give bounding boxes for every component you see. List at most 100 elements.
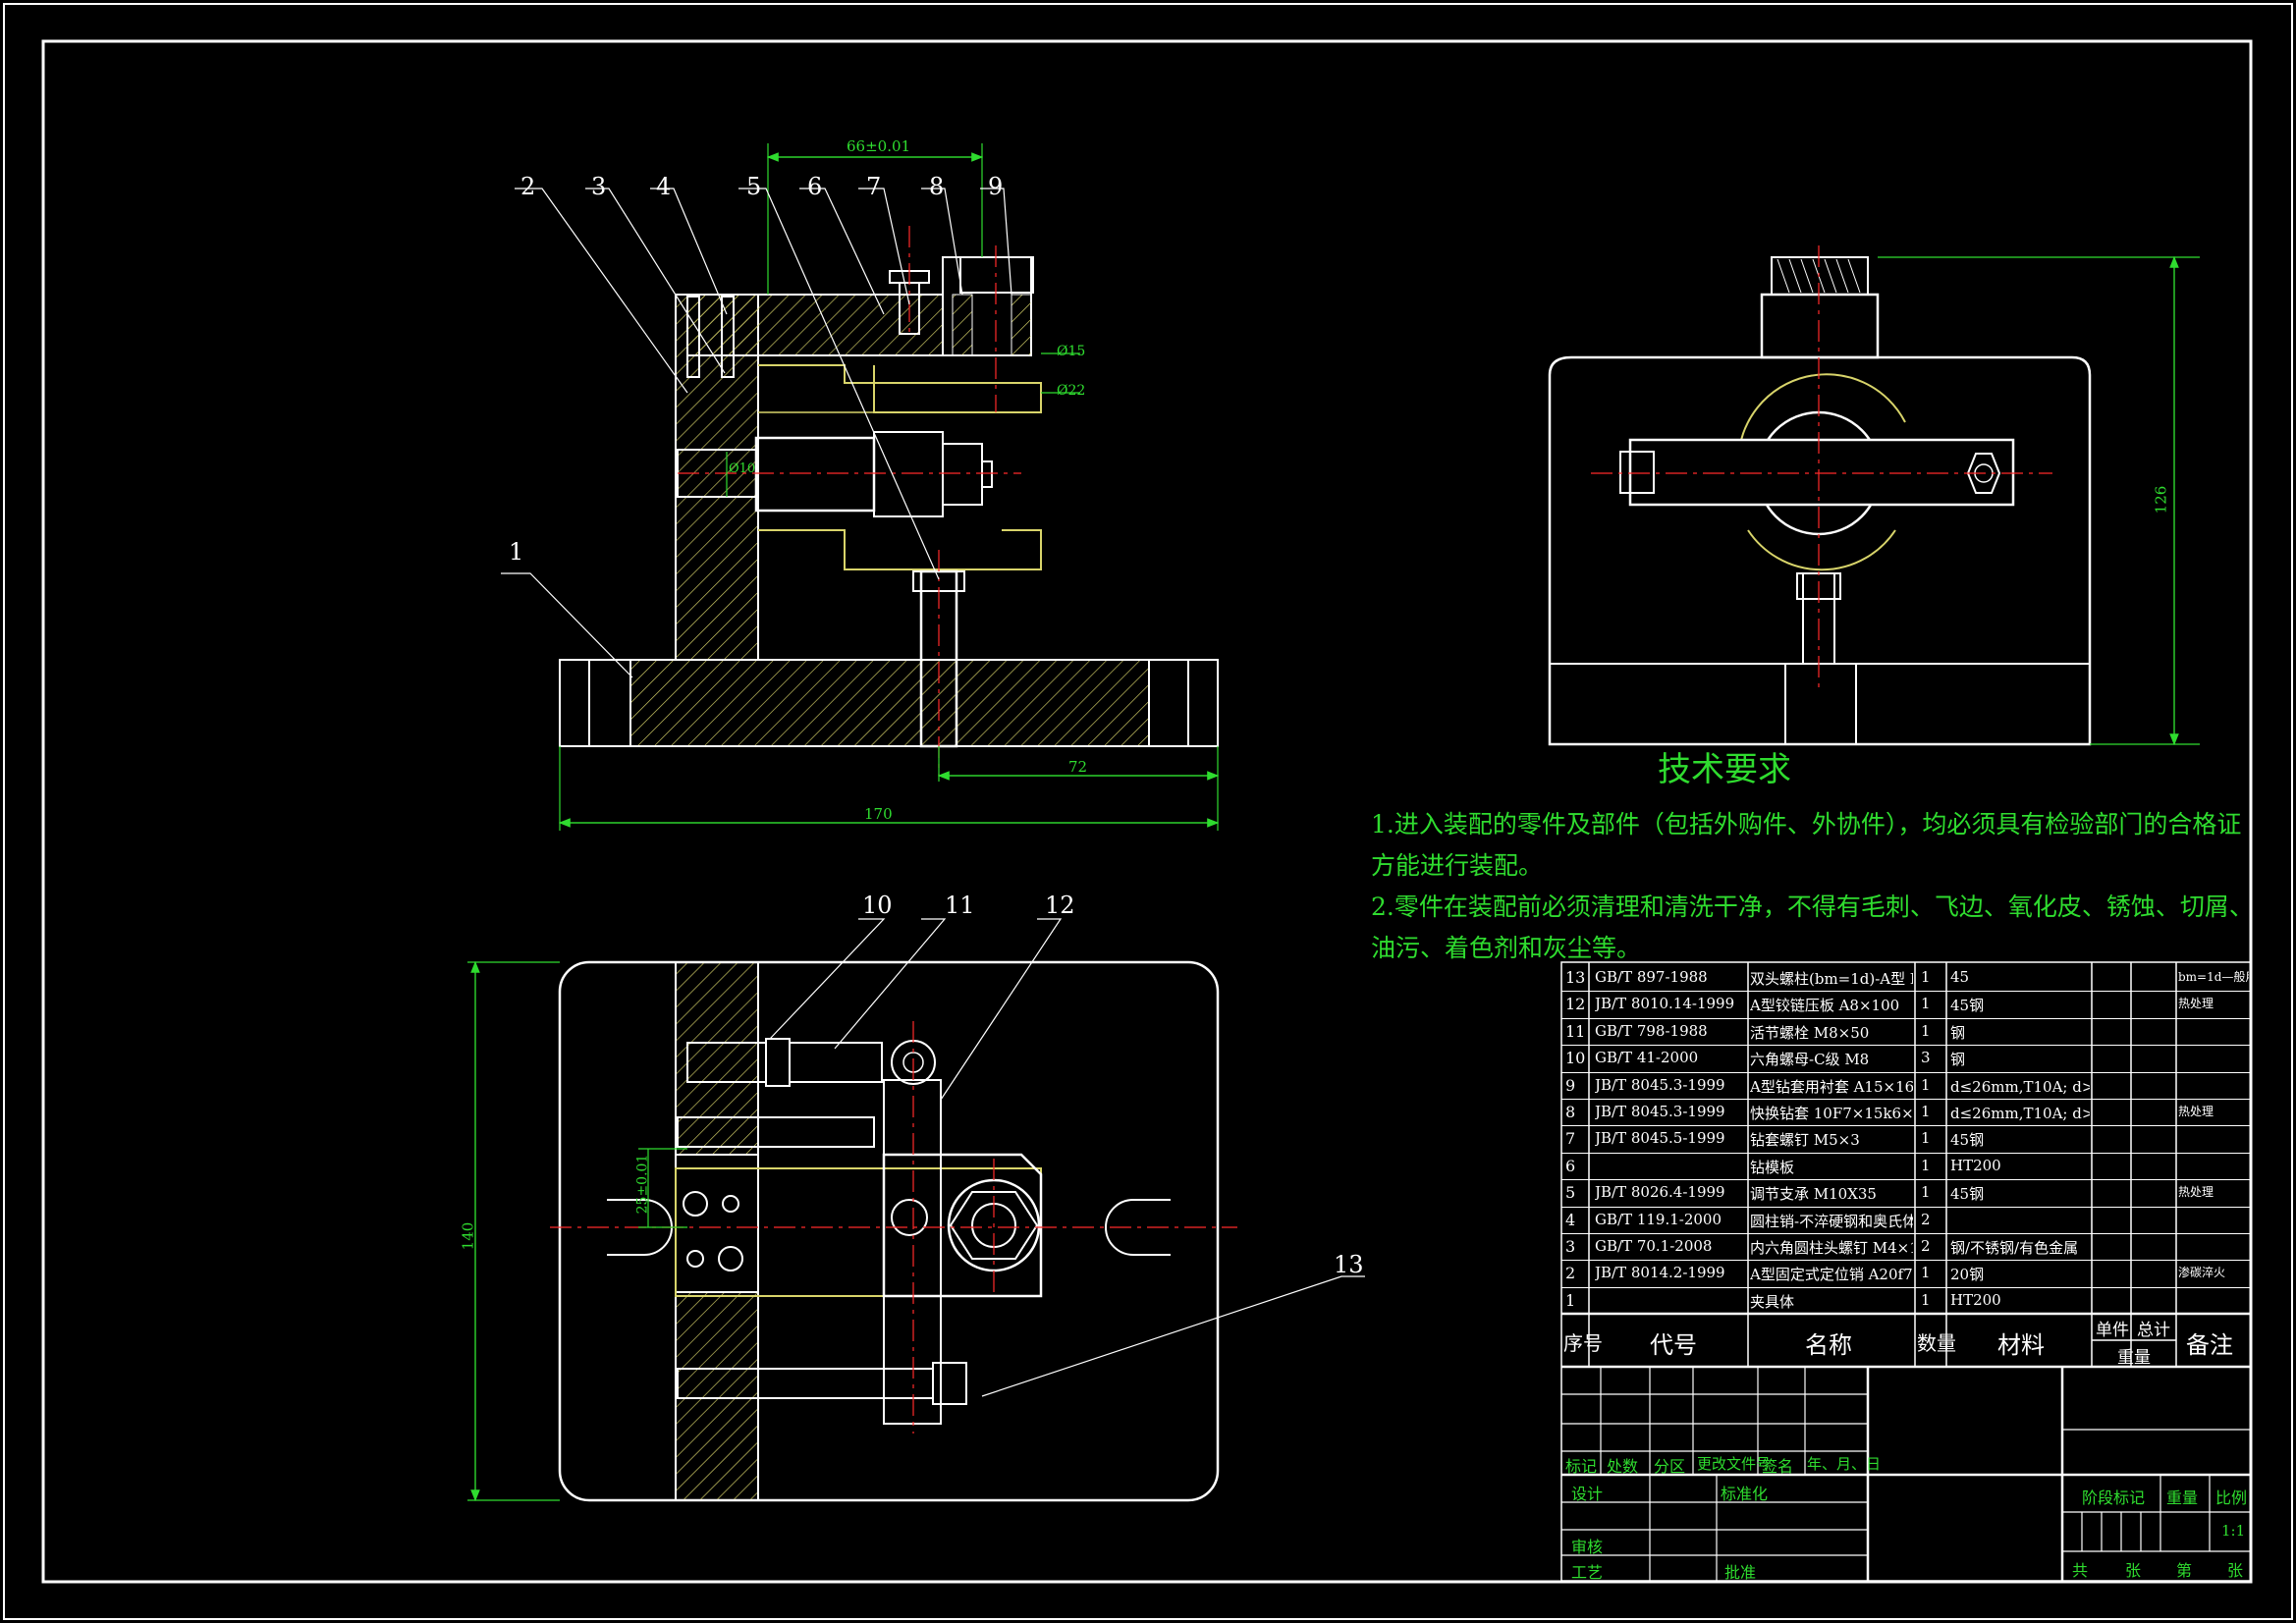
bom-header-total: 总计 xyxy=(2137,1321,2170,1340)
bom-cell-name: 双头螺柱(bm=1d)-A型 M8×70 xyxy=(1750,970,1913,988)
bom-cell-qty: 1 xyxy=(1921,995,1931,1013)
balloon-2: 2 xyxy=(520,173,536,200)
bom-cell-note: 热处理 xyxy=(2178,1185,2214,1200)
bom-cell-qty: 2 xyxy=(1921,1237,1931,1255)
bom-cell-note: 渗碳淬火 xyxy=(2178,1266,2226,1280)
tb-qianming: 签名 xyxy=(1762,1457,1794,1476)
bom-cell-no: 12 xyxy=(1565,995,1586,1014)
bom-cell-mat: 45钢 xyxy=(1950,1185,1985,1204)
bom-cell-mat: 45 xyxy=(1950,968,1970,986)
dim-15: Ø15 xyxy=(1057,344,1086,359)
bom-cell-mat: 20钢 xyxy=(1950,1266,1985,1284)
tb-pizhun: 批准 xyxy=(1724,1563,1757,1582)
tb-shenhe: 审核 xyxy=(1571,1538,1604,1556)
bom-cell-mat: 45钢 xyxy=(1950,997,1985,1015)
tb-zhang1: 张 xyxy=(2125,1561,2142,1580)
tb-biaozhunhua: 标准化 xyxy=(1721,1485,1769,1503)
bom-cell-mat: 钢 xyxy=(1950,1051,1966,1069)
tb-gongyi: 工艺 xyxy=(1571,1563,1604,1582)
balloon-12: 12 xyxy=(1045,892,1075,919)
bom-cell-name: 夹具体 xyxy=(1750,1292,1795,1311)
bom-cell-no: 6 xyxy=(1565,1156,1576,1175)
bom-row-line xyxy=(1561,1286,2251,1288)
bom-row-line xyxy=(1561,1045,2251,1047)
top-view xyxy=(467,960,1237,1502)
bom-cell-note: 热处理 xyxy=(2178,1105,2214,1118)
bom-cell-qty: 2 xyxy=(1921,1210,1931,1228)
bom-row-line xyxy=(1561,1260,2251,1262)
bom-cell-mat: 45钢 xyxy=(1950,1131,1985,1150)
bom-row-line xyxy=(1561,1125,2251,1127)
dim-10: Ø10 xyxy=(729,461,756,476)
tb-date: 年、月、日 xyxy=(1807,1455,1882,1473)
balloon-4: 4 xyxy=(656,173,672,200)
tech-line-3: 2.零件在装配前必须清理和清洗干净，不得有毛刺、飞边、氧化皮、锈蚀、切屑、 xyxy=(1371,893,2254,921)
bom-row-line xyxy=(1561,1314,2251,1316)
bom-cell-name: A型固定式定位销 A20f7×28 xyxy=(1750,1266,1913,1284)
bom-cell-no: 2 xyxy=(1565,1264,1576,1283)
bom-cell-no: 5 xyxy=(1565,1183,1576,1203)
balloon-6: 6 xyxy=(807,173,823,200)
tb-jieduan: 阶段标记 xyxy=(2082,1488,2146,1507)
dim-66: 66±0.01 xyxy=(847,137,911,155)
bom-cell-name: 钻套螺钉 M5×3 xyxy=(1750,1131,1860,1150)
bom-row-line xyxy=(1561,1206,2251,1208)
bom-header-single: 单件 xyxy=(2096,1321,2129,1340)
bom-cell-name: 圆柱销-不淬硬钢和奥氏体不锈钢 4×20 xyxy=(1750,1212,1913,1230)
bom-cell-code: GB/T 798-1988 xyxy=(1595,1021,1708,1040)
bom-cell-qty: 1 xyxy=(1921,1183,1931,1202)
bom-header-note: 备注 xyxy=(2186,1331,2233,1359)
bom-cell-no: 8 xyxy=(1565,1103,1576,1121)
bom-cell-mat: d≤26mm,T10A; d>26mm,20钢 xyxy=(1950,1105,2090,1122)
bom-cell-qty: 1 xyxy=(1921,1129,1931,1148)
bom-cell-code: JB/T 8045.5-1999 xyxy=(1595,1129,1725,1148)
balloon-3: 3 xyxy=(591,173,607,200)
inner-border xyxy=(41,39,2253,1584)
tech-title: 技术要求 xyxy=(1658,750,1791,789)
dim-140: 140 xyxy=(459,1221,477,1251)
bom-cell-no: 11 xyxy=(1565,1021,1586,1041)
bom-cell-qty: 3 xyxy=(1921,1049,1931,1067)
bom-cell-name: 调节支承 M10X35 xyxy=(1750,1185,1877,1204)
balloon-9: 9 xyxy=(988,173,1004,200)
bom-cell-name: 六角螺母-C级 M8 xyxy=(1750,1051,1870,1069)
outer-border xyxy=(3,3,2293,1620)
dim-126: 126 xyxy=(2152,485,2170,514)
bom-cell-qty: 1 xyxy=(1921,1103,1931,1120)
tb-zhang2: 张 xyxy=(2227,1561,2244,1580)
balloon-13: 13 xyxy=(1334,1251,1364,1278)
bom-cell-no: 4 xyxy=(1565,1210,1576,1229)
dim-72: 72 xyxy=(1068,758,1088,776)
bom-header-code: 代号 xyxy=(1650,1331,1697,1359)
bom-row-line xyxy=(1561,1233,2251,1234)
bom-cell-no: 1 xyxy=(1565,1290,1576,1310)
balloon-5: 5 xyxy=(746,173,762,200)
bom-cell-qty: 1 xyxy=(1921,1021,1931,1040)
balloon-8: 8 xyxy=(929,173,945,200)
bom-cell-code: JB/T 8026.4-1999 xyxy=(1595,1183,1725,1202)
tech-line-1: 1.进入装配的零件及部件（包括外购件、外协件），均必须具有检验部门的合格证 xyxy=(1371,810,2242,839)
tech-line-2: 方能进行装配。 xyxy=(1371,851,1544,880)
front-view xyxy=(558,143,1220,831)
bom-row-line xyxy=(1561,1017,2251,1019)
bom-cell-code: JB/T 8045.3-1999 xyxy=(1595,1103,1725,1120)
side-view xyxy=(1548,245,2200,746)
title-block-grid xyxy=(1561,1367,2251,1581)
tb-zhongliang: 重量 xyxy=(2166,1488,2199,1507)
tb-gong: 共 xyxy=(2072,1561,2089,1580)
bom-cell-qty: 1 xyxy=(1921,1290,1931,1309)
bom-row-line xyxy=(1561,1099,2251,1100)
bom-cell-code: JB/T 8045.3-1999 xyxy=(1595,1075,1725,1094)
bom-header-qty: 数量 xyxy=(1917,1331,1956,1355)
bom-cell-note: 热处理 xyxy=(2178,997,2214,1011)
bom-header-name: 名称 xyxy=(1805,1331,1852,1359)
leader-lines xyxy=(501,188,1365,1397)
bom-cell-no: 10 xyxy=(1565,1049,1586,1068)
bom-cell-qty: 1 xyxy=(1921,1156,1931,1174)
bom-cell-name: A型铰链压板 A8×100 xyxy=(1750,997,1900,1015)
bom-row-line xyxy=(1561,991,2251,993)
bom-cell-mat: d≤26mm,T10A; d>26mm,20钢 xyxy=(1950,1077,2090,1096)
balloon-7: 7 xyxy=(866,173,882,200)
bom-cell-name: 内六角圆柱头螺钉 M4×16 xyxy=(1750,1239,1913,1257)
